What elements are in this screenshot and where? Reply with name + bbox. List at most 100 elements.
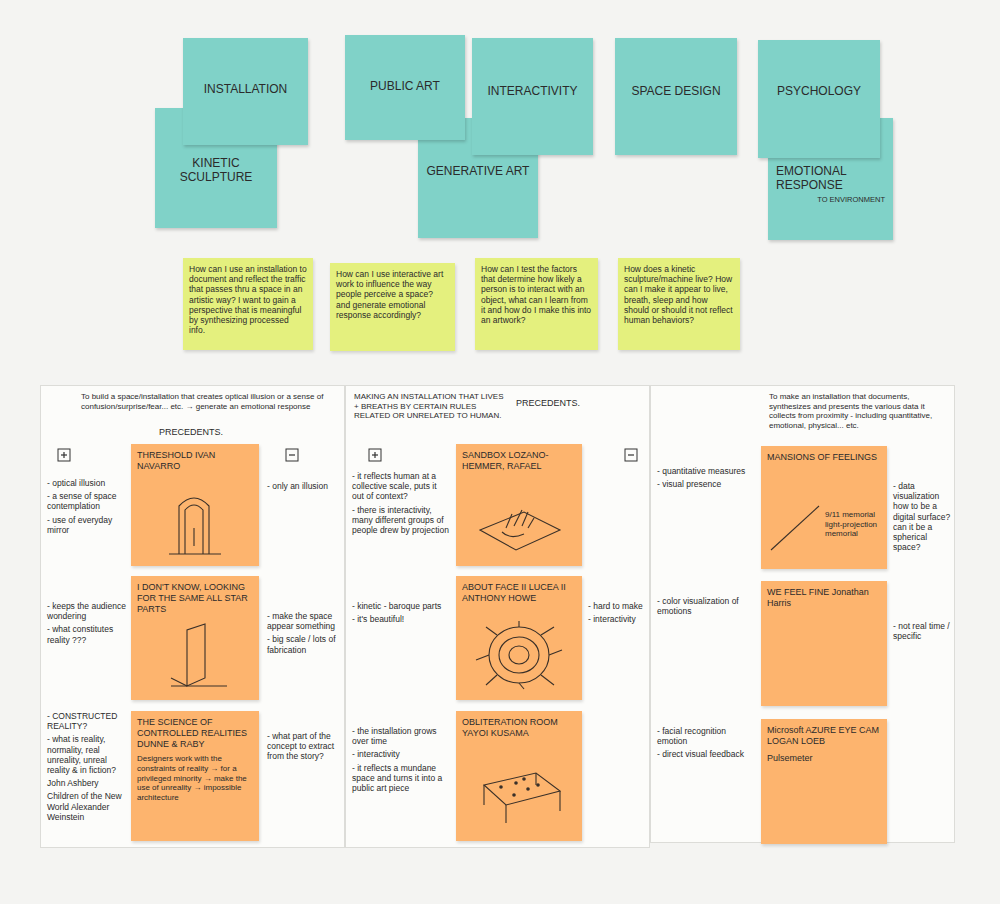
note-text: To make an installation that documents, … — [769, 392, 951, 430]
pen-sketch — [466, 488, 572, 558]
sketch-stroke — [480, 512, 560, 550]
sketch-stroke — [489, 627, 549, 683]
sketch-stroke — [541, 675, 554, 685]
sketch-stroke — [541, 627, 554, 635]
paper-sheet: To build a space/installation that creat… — [40, 385, 345, 848]
question-note: How can I use an installation to documen… — [183, 258, 313, 350]
precedent-note: ABOUT FACE II LUCEA II ANTHONY HOWE — [456, 576, 582, 700]
text-column: ABOUT FACE II LUCEA II ANTHONY HOWE — [462, 582, 576, 604]
text-column: How can I test the factors that determin… — [481, 264, 592, 325]
sketch-stroke — [506, 514, 512, 528]
topic-note: INSTALLATION — [183, 38, 308, 145]
sketch-stroke — [549, 650, 562, 655]
sketch-stroke — [522, 512, 528, 526]
note-text: PUBLIC ART — [351, 79, 459, 93]
sketch-stroke — [179, 498, 209, 554]
note-text: Designers work with the constraints of r… — [137, 754, 253, 802]
sketch-stroke — [486, 675, 497, 685]
text-column: PRECEDENTS. — [159, 427, 259, 438]
symbol-bar — [63, 452, 64, 458]
topic-note: INTERACTIVITY — [472, 38, 593, 155]
note-text: PSYCHOLOGY — [764, 84, 874, 98]
sketch-stroke — [185, 505, 203, 554]
note-text: How does a kinetic sculpture/machine liv… — [624, 264, 734, 325]
note-text: ABOUT FACE II LUCEA II ANTHONY HOWE — [462, 582, 576, 604]
note-text: INTERACTIVITY — [478, 84, 587, 98]
note-text: - interactivity — [352, 749, 450, 759]
note-text: PRECEDENTS. — [159, 427, 259, 438]
note-text: - what constitutes reality ??? — [47, 624, 127, 644]
note-text: KINETIC SCULPTURE — [161, 156, 271, 185]
plus-symbol — [57, 448, 71, 462]
sketch-stroke — [476, 655, 489, 660]
sketch-stroke — [483, 785, 484, 805]
minus-symbol — [624, 448, 638, 462]
note-text: How can I use interactive art work to in… — [336, 269, 449, 320]
precedent-note: OBLITERATION ROOM YAYOI KUSAMA — [456, 711, 582, 841]
note-text: Pulsemeter — [767, 753, 881, 764]
note-text: - what is reality, normality, real unrea… — [47, 734, 127, 775]
pen-sketch — [466, 755, 572, 825]
sketch-dot — [514, 781, 518, 785]
text-column: - facial recognition emotion- direct vis… — [657, 726, 753, 760]
note-text: - it's beautiful! — [352, 614, 450, 624]
note-text: - the installation grows over time — [352, 726, 450, 746]
text-column: PRECEDENTS. — [516, 398, 616, 409]
note-text: PRECEDENTS. — [516, 398, 616, 409]
text-column: - kinetic - baroque parts - it's beautifu… — [352, 601, 450, 624]
text-column: INTERACTIVITY — [478, 84, 587, 98]
topic-note: PUBLIC ART — [345, 35, 465, 140]
question-note: How can I test the factors that determin… — [475, 258, 598, 350]
sketch-stroke — [169, 553, 221, 554]
sketch-dot — [499, 785, 503, 789]
text-column: INSTALLATION — [189, 82, 302, 96]
note-text: Microsoft AZURE EYE CAM LOGAN LOEB — [767, 725, 881, 747]
text-column: To make an installation that documents, … — [769, 392, 951, 430]
note-text: GENERATIVE ART — [424, 164, 532, 178]
text-column: - the installation grows over time - inte… — [352, 726, 450, 793]
note-text: Children of the New World Alexander Wein… — [47, 791, 127, 822]
symbol-bar — [628, 454, 634, 455]
note-text: THE SCIENCE OF CONTROLLED REALITIES DUNN… — [137, 717, 253, 749]
symbol-box — [625, 449, 637, 461]
symbol-box — [286, 449, 298, 461]
note-text: - data visualization how to be a digital… — [893, 481, 951, 552]
text-column: SANDBOX LOZANO-HEMMER, RAFAEL — [462, 450, 576, 472]
sketch-stroke — [171, 685, 227, 686]
note-text: - it reflects human at a collective scal… — [352, 471, 450, 502]
note-text: EMOTIONAL RESPONSE — [776, 164, 885, 193]
note-text: WE FEEL FINE Jonathan Harris — [767, 587, 881, 609]
precedent-note: I DON'T KNOW, LOOKING FOR THE SAME ALL S… — [131, 576, 259, 700]
note-text: How can I use an installation to documen… — [189, 264, 307, 335]
note-text: THRESHOLD IVAN NAVARRO — [137, 450, 253, 472]
note-text: - make the space appear something — [267, 611, 341, 631]
note-text: - CONSTRUCTED REALITY? — [47, 711, 127, 731]
text-column: - make the space appear something - big s… — [267, 611, 341, 655]
sketch-stroke — [187, 624, 205, 686]
text-column: How does a kinetic sculpture/machine liv… — [624, 264, 734, 325]
symbol-bar — [374, 452, 375, 458]
paper-sheet: MAKING AN INSTALLATION THAT LIVES + BREA… — [345, 385, 650, 848]
pen-sketch — [141, 488, 247, 558]
text-column: Microsoft AZURE EYE CAM LOGAN LOEB Pulsem… — [767, 725, 881, 763]
note-text: - interactivity — [588, 614, 648, 624]
note-text: - what part of the concept to extract fr… — [267, 731, 341, 762]
note-text: - kinetic - baroque parts — [352, 601, 450, 611]
sketch-stroke — [171, 678, 187, 686]
precedent-note: MANSIONS OF FEELINGS9/11 memorial light-… — [761, 446, 887, 569]
text-column: PSYCHOLOGY — [764, 84, 874, 98]
text-column: MANSIONS OF FEELINGS — [767, 452, 881, 463]
sketch-stroke — [499, 637, 539, 673]
symbol-box — [369, 449, 381, 461]
note-text: - big scale / lots of fabrication — [267, 634, 341, 654]
note-text: OBLITERATION ROOM YAYOI KUSAMA — [462, 717, 576, 739]
pen-sketch — [141, 620, 247, 690]
minus-symbol — [285, 448, 299, 462]
note-text: - optical illusion — [47, 478, 127, 488]
sketch-dot — [522, 777, 526, 781]
text-column: - not real time / specific — [893, 621, 951, 641]
precedent-note: SANDBOX LOZANO-HEMMER, RAFAEL — [456, 444, 582, 566]
note-text: - not real time / specific — [893, 621, 951, 641]
sketch-stroke — [486, 627, 497, 635]
